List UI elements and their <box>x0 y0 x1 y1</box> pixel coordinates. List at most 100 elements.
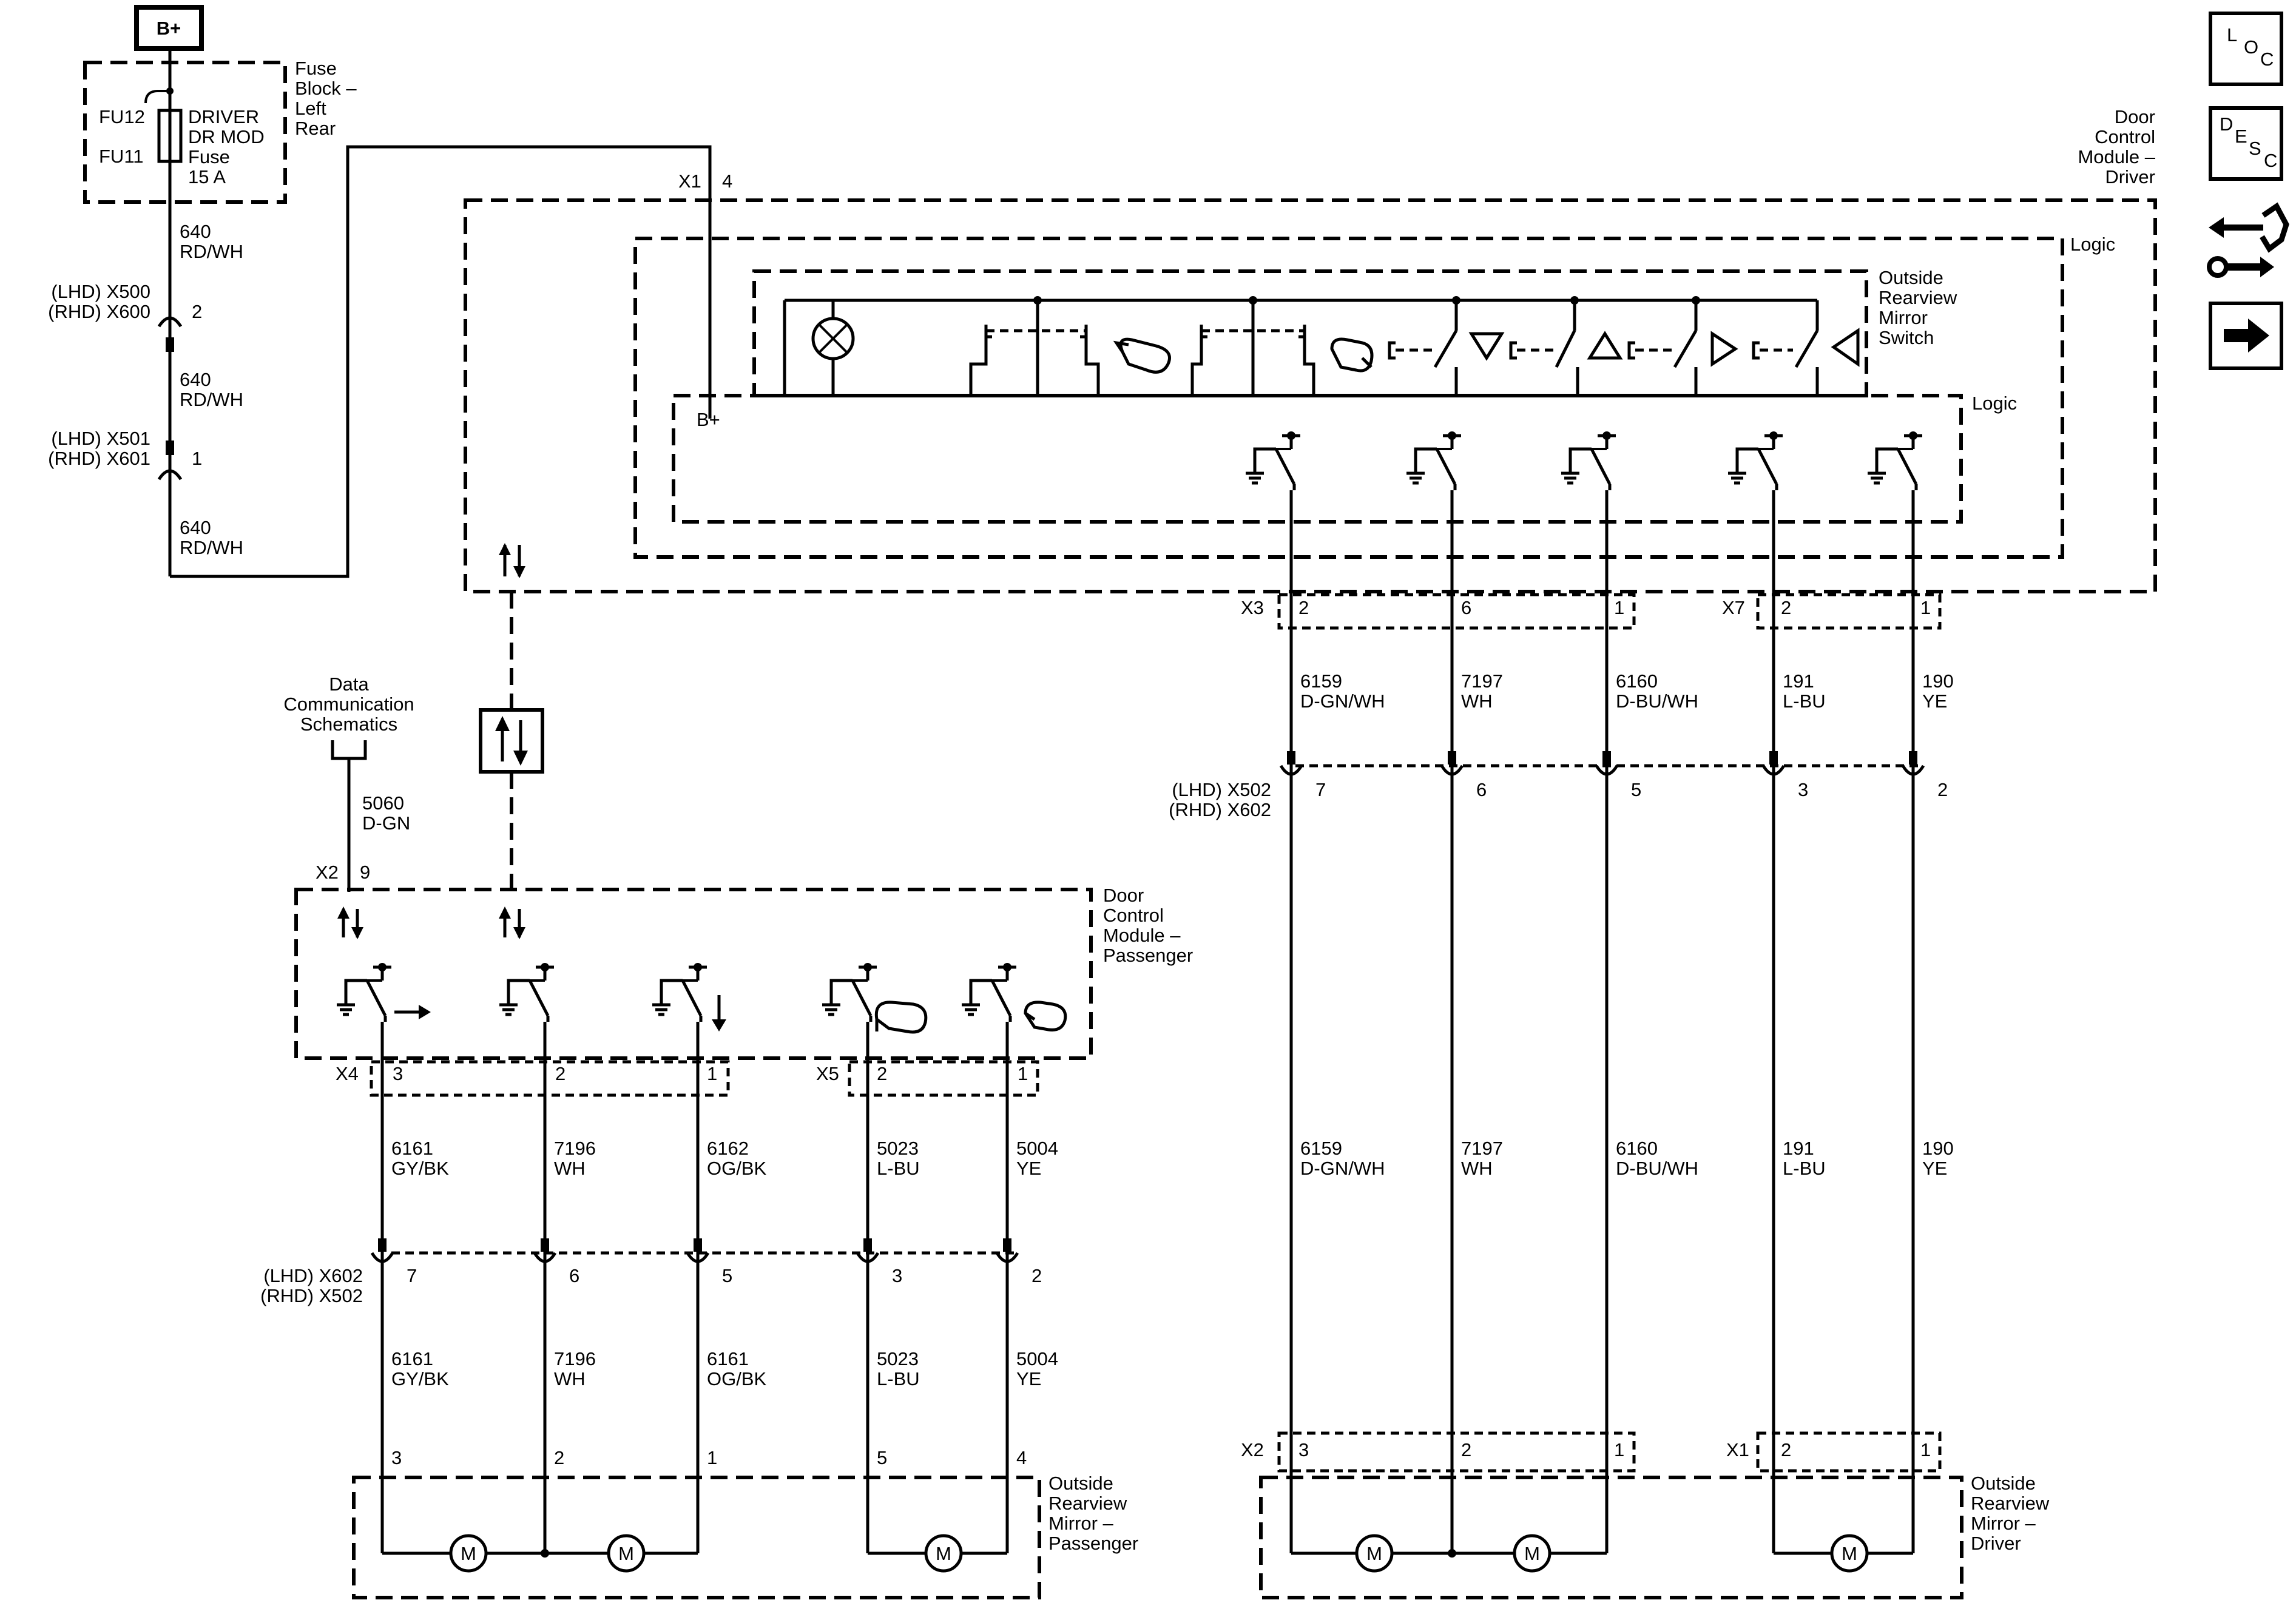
svg-text:Rearview: Rearview <box>1879 287 1957 308</box>
driver-output-switches <box>1246 431 1922 490</box>
svg-text:RD/WH: RD/WH <box>180 537 243 558</box>
driver-lower-circuit: 191 <box>1783 1138 1814 1159</box>
svg-text:640: 640 <box>180 517 211 538</box>
mirror-down-switch <box>1388 296 1505 396</box>
driver-output-switch-5 <box>1868 431 1922 490</box>
passenger-motor-2-icon: M <box>607 1534 646 1573</box>
passenger-wires: 6161GY/BK76161GY/BK37196WH67196WH26162OG… <box>370 1022 1058 1573</box>
connector-tool-icon[interactable] <box>2207 202 2289 278</box>
svg-text:2: 2 <box>877 1063 887 1084</box>
driver-upper-color: YE <box>1922 690 1947 712</box>
passenger-lower-color: L-BU <box>877 1368 920 1389</box>
svg-text:Mirror –: Mirror – <box>1971 1513 2036 1534</box>
svg-text:2: 2 <box>1461 1439 1471 1460</box>
svg-text:X7: X7 <box>1722 597 1745 618</box>
svg-text:640: 640 <box>180 369 211 390</box>
mirror-driver: Outside Rearview Mirror – Driver <box>1259 1473 2050 1599</box>
svg-text:M: M <box>1524 1543 1540 1564</box>
svg-text:3: 3 <box>1298 1439 1309 1460</box>
driver-motor-1-icon: M <box>1355 1534 1394 1573</box>
location-button[interactable]: L O C <box>2209 12 2283 86</box>
svg-text:M: M <box>936 1543 951 1564</box>
driver-inline-pin: 7 <box>1315 779 1326 800</box>
svg-text:Left: Left <box>295 98 326 119</box>
fu11-label: FU11 <box>99 146 144 167</box>
pass-data-arrows-icon <box>337 906 525 939</box>
svg-text:Outside: Outside <box>1879 267 1943 288</box>
driver-motor-2-icon: M <box>1513 1534 1551 1573</box>
mirror-left-switch <box>1752 300 1860 396</box>
passenger-motor-3-icon: M <box>924 1534 963 1573</box>
passenger-upper-circuit: 7196 <box>554 1138 596 1159</box>
svg-text:Module –: Module – <box>1103 925 1181 946</box>
data-bus-arrows-icon <box>499 543 525 578</box>
svg-text:Door: Door <box>2115 106 2155 127</box>
svg-text:(LHD) X500: (LHD) X500 <box>51 281 150 302</box>
feed-wire-label: 640 RD/WH 640 RD/WH 640 RD/WH <box>180 221 243 558</box>
driver-wires: 6159D-GN/WH76159D-GN/WH7197WH67197WH6160… <box>1279 490 1954 1573</box>
svg-text:Outside: Outside <box>1048 1473 1113 1494</box>
passenger-lower-color: OG/BK <box>707 1368 767 1389</box>
svg-text:5060: 5060 <box>362 792 404 814</box>
passenger-upper-color: YE <box>1016 1158 1041 1179</box>
driver-upper-circuit: 191 <box>1783 670 1814 692</box>
svg-text:X2: X2 <box>316 862 339 883</box>
driver-upper-color: D-GN/WH <box>1300 690 1385 712</box>
mirror-right-switch <box>1627 296 1738 396</box>
svg-text:(RHD) X602: (RHD) X602 <box>1169 799 1271 820</box>
svg-text:X2: X2 <box>1241 1439 1264 1460</box>
passenger-inline-pin: 3 <box>892 1265 902 1286</box>
arrow-down-icon <box>712 995 726 1031</box>
driver-lower-color: WH <box>1461 1158 1493 1179</box>
driver-lower-circuit: 6160 <box>1616 1138 1658 1159</box>
svg-text:Driver: Driver <box>1971 1533 2021 1554</box>
svg-text:1: 1 <box>1614 597 1624 618</box>
driver-upper-circuit: 7197 <box>1461 670 1503 692</box>
svg-text:Control: Control <box>2095 126 2155 147</box>
next-page-arrow-button[interactable] <box>2209 302 2283 370</box>
passenger-lower-color: WH <box>554 1368 586 1389</box>
svg-text:O: O <box>2244 36 2258 58</box>
svg-text:Fuse: Fuse <box>295 58 337 79</box>
svg-text:Passenger: Passenger <box>1103 945 1193 966</box>
svg-text:2: 2 <box>1781 1439 1791 1460</box>
passenger-upper-circuit: 5004 <box>1016 1138 1058 1159</box>
svg-text:RD/WH: RD/WH <box>180 241 243 262</box>
svg-text:Schematics: Schematics <box>300 714 397 735</box>
passenger-output-switches <box>337 963 1016 1022</box>
bplus-label: B+ <box>157 18 181 39</box>
svg-text:X1: X1 <box>1726 1439 1749 1460</box>
svg-text:2: 2 <box>1781 597 1791 618</box>
svg-text:X5: X5 <box>816 1063 839 1084</box>
passenger-inline-pin: 5 <box>722 1265 732 1286</box>
serial-data-gateway-icon <box>479 708 544 774</box>
passenger-mirror-pin: 1 <box>707 1447 717 1468</box>
description-button[interactable]: D E S C <box>2209 106 2283 181</box>
svg-text:M: M <box>1366 1543 1382 1564</box>
svg-text:Door: Door <box>1103 885 1144 906</box>
passenger-upper-color: OG/BK <box>707 1158 767 1179</box>
mirror-fold-icon-2 <box>1024 1001 1067 1031</box>
driver-upper-color: WH <box>1461 690 1493 712</box>
svg-text:D-GN: D-GN <box>362 812 410 834</box>
svg-text:C: C <box>2264 150 2277 171</box>
arrow-right-icon <box>394 1005 431 1019</box>
svg-text:1: 1 <box>192 448 202 469</box>
svg-text:Rearview: Rearview <box>1971 1493 2050 1514</box>
driver-lower-circuit: 7197 <box>1461 1138 1503 1159</box>
passenger-output-switch-2 <box>499 963 554 1022</box>
svg-text:Passenger: Passenger <box>1048 1533 1138 1554</box>
svg-text:DRIVER: DRIVER <box>188 106 259 127</box>
driver-output-switch-1 <box>1246 431 1300 490</box>
data-communication-ref[interactable]: Data Communication Schematics <box>283 673 414 760</box>
svg-text:Rear: Rear <box>295 118 336 139</box>
bplus-source: B+ <box>134 5 204 51</box>
passenger-output-switch-5 <box>962 963 1016 1022</box>
drv-x2-x1-connectors: X2 X1 3 2 1 2 1 <box>1241 1431 1942 1473</box>
driver-inline-pin: 3 <box>1798 779 1808 800</box>
passenger-lower-circuit: 6161 <box>707 1348 749 1369</box>
svg-text:4: 4 <box>722 170 732 192</box>
pass-inline-connector: (LHD) X602 (RHD) X502 <box>260 1251 1019 1306</box>
svg-text:Data: Data <box>329 673 369 695</box>
